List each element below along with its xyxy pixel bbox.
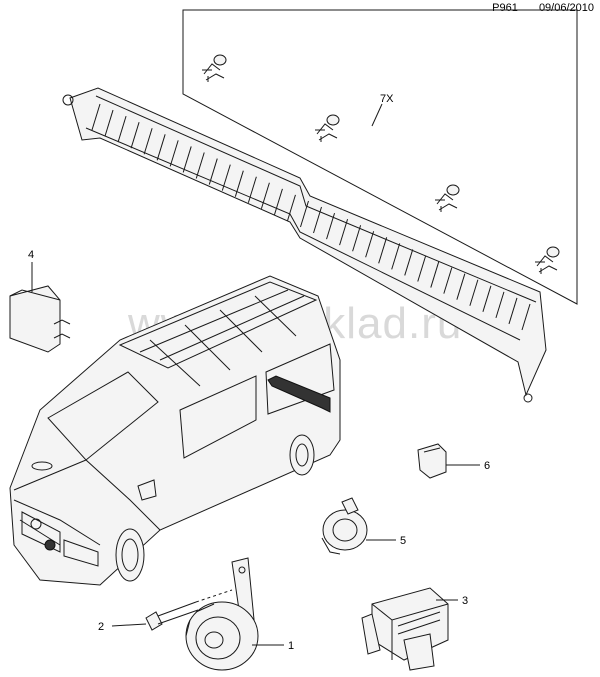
- trim-rib: [508, 297, 518, 325]
- part-3-control-unit[interactable]: [361, 587, 449, 671]
- callout-5[interactable]: 5: [400, 535, 406, 547]
- trim-rib: [273, 188, 283, 215]
- trim-ribs: [91, 103, 531, 331]
- trim-rib: [365, 231, 375, 258]
- trim-rib: [313, 206, 322, 234]
- trim-rib: [182, 146, 192, 173]
- clip-icon[interactable]: [315, 114, 340, 142]
- trim-rib: [417, 255, 427, 282]
- trim-rib: [430, 261, 440, 288]
- trim-rib: [521, 303, 531, 331]
- leader-2: [111, 623, 147, 627]
- trim-rib: [104, 109, 114, 137]
- trim-rib: [404, 249, 414, 276]
- trim-rib: [300, 200, 309, 228]
- callout-7[interactable]: 7X: [380, 93, 394, 105]
- trim-rib: [482, 285, 492, 312]
- trim-rib: [326, 212, 336, 240]
- trim-rib: [286, 194, 296, 222]
- clip-group: [202, 54, 560, 274]
- clip-icon[interactable]: [202, 54, 227, 82]
- callout-1[interactable]: 1: [288, 640, 294, 652]
- callout-3[interactable]: 3: [462, 595, 468, 607]
- trim-rib: [495, 291, 505, 319]
- page-code: P961: [492, 2, 518, 14]
- part-6-clip[interactable]: [417, 443, 447, 479]
- clip-icon[interactable]: [535, 246, 560, 274]
- part-5-sensor[interactable]: [321, 497, 368, 555]
- trim-rib: [117, 115, 127, 143]
- clip-icon[interactable]: [435, 184, 460, 212]
- part-2-bolt[interactable]: [145, 589, 233, 631]
- trim-rib: [234, 170, 244, 197]
- trim-rib: [169, 140, 179, 167]
- trim-rib: [91, 103, 101, 131]
- callout-2[interactable]: 2: [98, 621, 104, 633]
- trim-rib: [260, 182, 270, 209]
- trim-rib: [339, 219, 349, 246]
- callout-4[interactable]: 4: [28, 249, 34, 261]
- page-header: P961 09/06/2010: [474, 2, 594, 14]
- trim-rib: [130, 122, 140, 149]
- trim-rib: [247, 176, 257, 203]
- page-date: 09/06/2010: [538, 2, 594, 14]
- trim-rib: [156, 134, 166, 161]
- part-4-module[interactable]: [9, 285, 71, 353]
- van-illustration[interactable]: [9, 275, 341, 586]
- trim-rib: [195, 152, 205, 179]
- trim-rib: [443, 267, 453, 294]
- trim-rib: [143, 128, 153, 155]
- trim-rib: [352, 225, 362, 252]
- sill-trim-panel[interactable]: [62, 87, 547, 403]
- trim-rib: [391, 243, 401, 270]
- trim-rib: [469, 279, 479, 306]
- callout-6[interactable]: 6: [484, 460, 490, 472]
- trim-rib: [378, 237, 388, 264]
- kit-panel: [182, 9, 578, 305]
- trim-rib: [221, 164, 231, 191]
- part-1-horn[interactable]: [185, 557, 259, 671]
- trim-rib: [456, 273, 466, 300]
- trim-rib: [208, 158, 218, 185]
- leader-7: [371, 103, 383, 127]
